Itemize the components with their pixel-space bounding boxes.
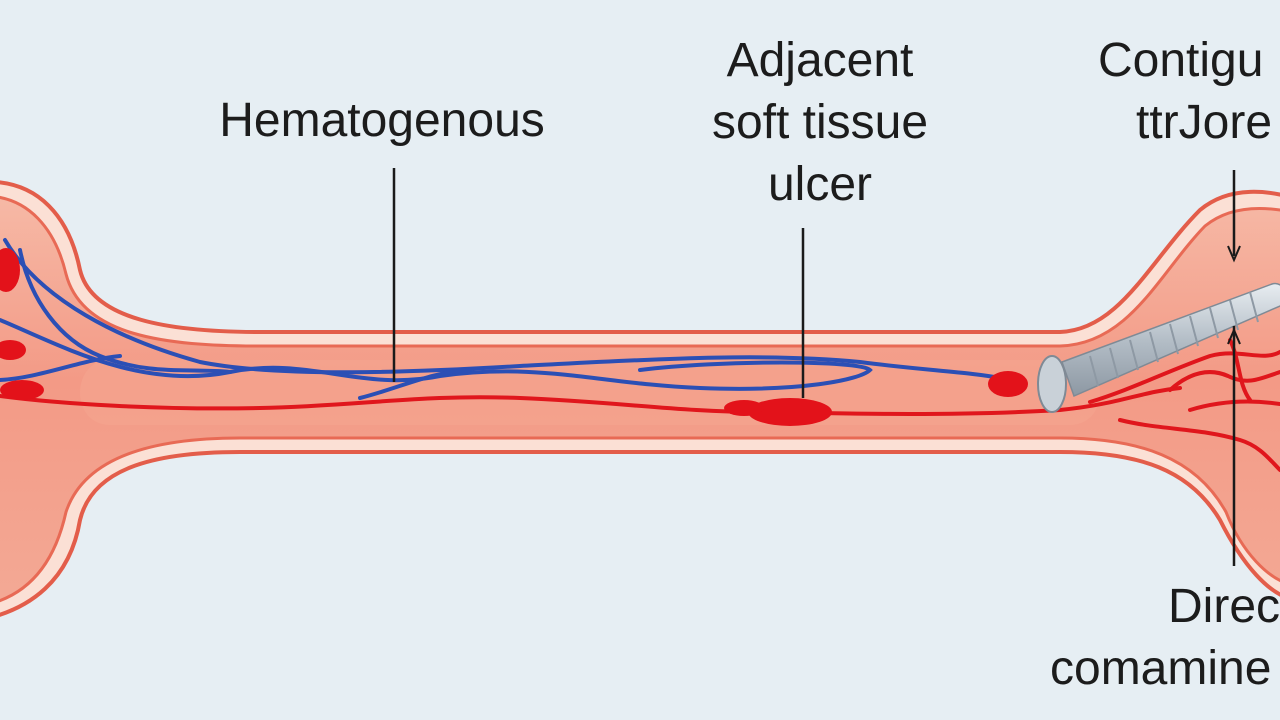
arrow-contiguous	[1227, 245, 1241, 263]
label-adjacent-soft-tissue-ulcer: Adjacent soft tissue ulcer	[640, 30, 1000, 216]
nail	[1037, 282, 1280, 413]
nail-head	[1037, 355, 1067, 413]
focus-left-upper	[0, 248, 20, 292]
focus-left-lower	[0, 380, 44, 400]
label-contiguous-line2: ttrJore	[1136, 96, 1273, 149]
focus-left-middle	[0, 340, 26, 360]
artery-5	[1188, 399, 1280, 412]
arteries	[0, 338, 1280, 472]
vein-1	[3, 238, 1002, 380]
label-direct-line1: Direc	[1168, 580, 1280, 633]
infection-foci	[0, 248, 1028, 426]
label-adjacent-line3: ulcer	[767, 158, 873, 211]
vein-2	[0, 318, 873, 391]
label-hematogenous: Hematogenous	[192, 90, 572, 152]
artery-1	[0, 386, 1182, 416]
arrow-direct	[1227, 327, 1241, 345]
leader-lines	[392, 168, 1241, 566]
nail-shaft	[1061, 282, 1280, 398]
label-adjacent-line2: soft tissue	[711, 96, 929, 149]
label-adjacent-line1: Adjacent	[726, 34, 914, 87]
label-direct-contamination: Direc comamine	[1050, 576, 1280, 700]
vein-5	[358, 368, 472, 400]
marrow-cavity	[80, 360, 1100, 425]
artery-3	[1118, 418, 1280, 472]
label-contiguous-line1: Contigu	[1098, 34, 1264, 87]
artery-2	[1088, 350, 1280, 404]
focus-right	[988, 371, 1028, 397]
artery-4	[1168, 370, 1280, 392]
focus-center-tail	[724, 400, 764, 416]
veins	[0, 238, 1002, 400]
label-hematogenous-text: Hematogenous	[219, 94, 545, 147]
focus-center	[748, 398, 832, 426]
label-direct-line2: comamine	[1050, 642, 1272, 695]
label-contiguous: Contigu ttrJore	[1098, 30, 1280, 154]
artery-6	[1228, 338, 1252, 402]
vein-3	[18, 248, 232, 374]
nail-threads	[1089, 291, 1259, 387]
vein-4	[0, 354, 122, 382]
